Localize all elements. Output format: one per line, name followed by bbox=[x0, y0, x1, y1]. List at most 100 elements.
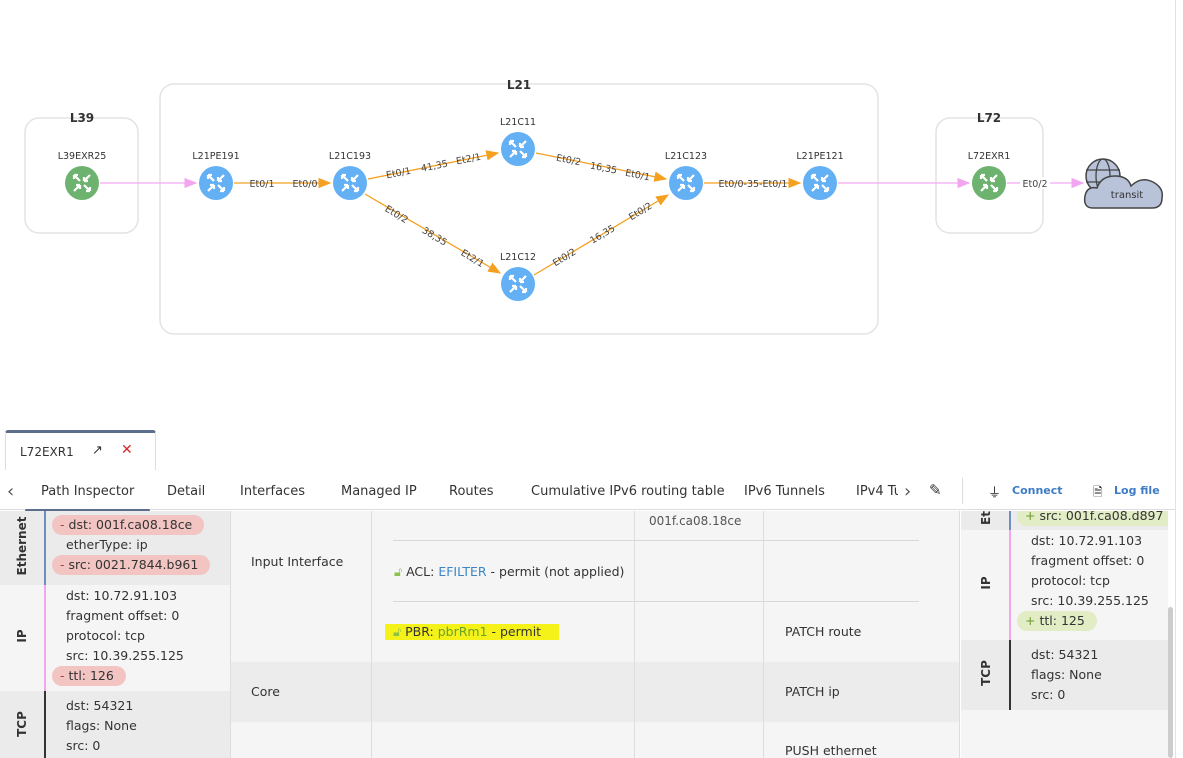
field-removed: src: 0021.7844.b961 bbox=[68, 557, 199, 572]
acl-suffix: - permit (not applied) bbox=[486, 564, 625, 579]
field: dst: 54321 bbox=[1031, 647, 1099, 662]
node-l21c11[interactable]: L21C11 bbox=[500, 117, 536, 166]
node-l21c193[interactable]: L21C193 bbox=[329, 151, 371, 200]
svg-text:L39EXR25: L39EXR25 bbox=[58, 151, 107, 162]
close-icon[interactable]: ✕ bbox=[121, 442, 133, 458]
link-c12-c123[interactable] bbox=[533, 194, 670, 276]
acl-link[interactable]: EFILTER bbox=[438, 564, 487, 579]
field: fragment offset: 0 bbox=[66, 608, 180, 623]
plug-icon: ⏚ bbox=[988, 486, 1002, 501]
svg-text:L21C193: L21C193 bbox=[329, 151, 371, 162]
pbr-link[interactable]: pbrRm1 bbox=[437, 624, 488, 639]
tab-cumulative-ipv6[interactable]: Cumulative IPv6 routing table bbox=[531, 484, 725, 499]
svg-text:L21C123: L21C123 bbox=[665, 151, 707, 162]
field: src: 0 bbox=[1031, 687, 1066, 702]
pbr-suffix: - permit bbox=[487, 624, 542, 639]
link-label: 16,35 bbox=[589, 161, 618, 177]
link-c193-c12[interactable] bbox=[364, 193, 502, 274]
stage-input-interface: Input Interface bbox=[251, 554, 344, 569]
link-label: Et0/2 bbox=[1022, 179, 1047, 190]
tab-detail[interactable]: Detail bbox=[167, 484, 206, 499]
svg-text:L21C12: L21C12 bbox=[500, 252, 536, 263]
tab-ipv6-tunnels[interactable]: IPv6 Tunnels bbox=[744, 484, 825, 499]
header-label: IP bbox=[15, 629, 29, 643]
tab-interfaces[interactable]: Interfaces bbox=[240, 484, 305, 499]
log-file-button[interactable]: Log file bbox=[1114, 484, 1160, 497]
node-l21c12[interactable]: L21C12 bbox=[500, 252, 536, 301]
stage-core: Core bbox=[251, 684, 280, 699]
tab-path-inspector[interactable]: Path Inspector bbox=[24, 484, 151, 512]
field: protocol: tcp bbox=[1031, 573, 1110, 588]
group-l39[interactable]: L39 bbox=[24, 111, 139, 234]
link-label: Et2/1 bbox=[455, 152, 482, 168]
node-l72exr1[interactable]: L72EXR1 bbox=[968, 151, 1011, 200]
tab-managed-ip[interactable]: Managed IP bbox=[341, 484, 417, 499]
header-label: TCP bbox=[15, 711, 29, 737]
header-label: TCP bbox=[979, 660, 993, 686]
node-tab-label: L72EXR1 bbox=[20, 445, 74, 459]
lock-open-icon: 🔓︎ bbox=[394, 564, 403, 579]
field: flags: None bbox=[1031, 667, 1102, 682]
connect-button[interactable]: Connect bbox=[1012, 484, 1063, 497]
svg-text:L21PE121: L21PE121 bbox=[796, 151, 843, 162]
lock-open-icon: 🔓︎ bbox=[393, 624, 402, 639]
node-l21pe191[interactable]: L21PE191 bbox=[192, 151, 240, 200]
group-l72[interactable]: L72 bbox=[935, 111, 1044, 234]
link-label: Et0/0-35-Et0/1 bbox=[719, 179, 788, 190]
node-tab-l72exr1[interactable]: L72EXR1 ↗︎ ✕ bbox=[5, 430, 156, 470]
field: flags: None bbox=[66, 718, 137, 733]
link-label: 38,35 bbox=[420, 225, 449, 248]
field: dst: 54321 bbox=[66, 698, 134, 713]
cloud-icon bbox=[1083, 175, 1164, 209]
packet-out: Et +src: 001f.ca08.d897 IP dst: 10.72.91… bbox=[961, 511, 1168, 758]
field: fragment offset: 0 bbox=[1031, 553, 1145, 568]
link-c193-c11[interactable] bbox=[367, 150, 500, 180]
field: dst: 10.72.91.103 bbox=[1031, 533, 1143, 548]
node-transit-cloud[interactable]: transit bbox=[1083, 158, 1164, 209]
node-l21pe121[interactable]: L21PE121 bbox=[796, 151, 844, 200]
node-l39exr25[interactable]: L39EXR25 bbox=[58, 151, 107, 200]
tab-ipv4-tunnels[interactable]: IPv4 Tu bbox=[856, 484, 898, 499]
link-c11-c123[interactable] bbox=[535, 152, 668, 182]
field: src: 10.39.255.125 bbox=[66, 648, 184, 663]
svg-text:L21: L21 bbox=[507, 78, 531, 92]
acl-prefix: ACL: bbox=[406, 564, 439, 579]
canvas-border bbox=[1175, 0, 1176, 758]
field-removed: ttl: 126 bbox=[68, 668, 114, 683]
link-label: Et0/2 bbox=[627, 201, 654, 223]
chevron-right-icon[interactable]: › bbox=[904, 481, 912, 502]
field: src: 0 bbox=[66, 738, 101, 753]
acl-entry: 🔓︎ ACL: EFILTER - permit (not applied) bbox=[394, 564, 624, 580]
pencil-icon[interactable]: ✎ bbox=[929, 481, 942, 499]
external-link-icon[interactable]: ↗︎ bbox=[92, 443, 103, 458]
pbr-prefix: PBR: bbox=[405, 624, 438, 639]
svg-text:transit: transit bbox=[1111, 190, 1143, 201]
header-tcp: TCP dst: 54321 flags: None src: 0 bbox=[961, 640, 1168, 710]
link-label: Et2/1 bbox=[459, 248, 486, 270]
field: etherType: ip bbox=[66, 537, 148, 552]
link-label: Et0/2 bbox=[555, 153, 582, 169]
op-patch-ip: PATCH ip bbox=[785, 684, 840, 699]
link-label: Et0/1 bbox=[249, 179, 274, 190]
node-l21c123[interactable]: L21C123 bbox=[665, 151, 707, 200]
field-added: ttl: 125 bbox=[1039, 613, 1085, 628]
link-label: 41,35 bbox=[420, 159, 449, 175]
link-label: Et0/2 bbox=[551, 247, 578, 269]
svg-text:L72: L72 bbox=[977, 111, 1001, 125]
field: src: 10.39.255.125 bbox=[1031, 593, 1149, 608]
divider bbox=[962, 478, 963, 504]
header-label: IP bbox=[979, 576, 993, 590]
link-label: Et0/0 bbox=[292, 179, 317, 190]
group-l21[interactable]: L21 bbox=[159, 78, 879, 335]
link-label: Et0/1 bbox=[385, 166, 412, 182]
field: dst: 10.72.91.103 bbox=[66, 588, 178, 603]
header-ip: IP dst: 10.72.91.103 fragment offset: 0 … bbox=[961, 530, 1168, 640]
field-removed: dst: 001f.ca08.18ce bbox=[68, 517, 193, 532]
processing-table: 001f.ca08.18ce Input Interface 🔓︎ ACL: E… bbox=[230, 511, 960, 758]
packet-in: Ethernet -dst: 001f.ca08.18ce etherType:… bbox=[0, 511, 230, 758]
chevron-left-icon[interactable]: ‹ bbox=[7, 481, 15, 502]
scrollbar[interactable] bbox=[1168, 607, 1173, 758]
tab-routes[interactable]: Routes bbox=[449, 484, 494, 499]
topology-canvas[interactable]: L39 L21 L72 Et0/1 Et0/0 Et0/1 41,35 Et2/… bbox=[0, 0, 1183, 420]
svg-text:L21C11: L21C11 bbox=[500, 117, 536, 128]
